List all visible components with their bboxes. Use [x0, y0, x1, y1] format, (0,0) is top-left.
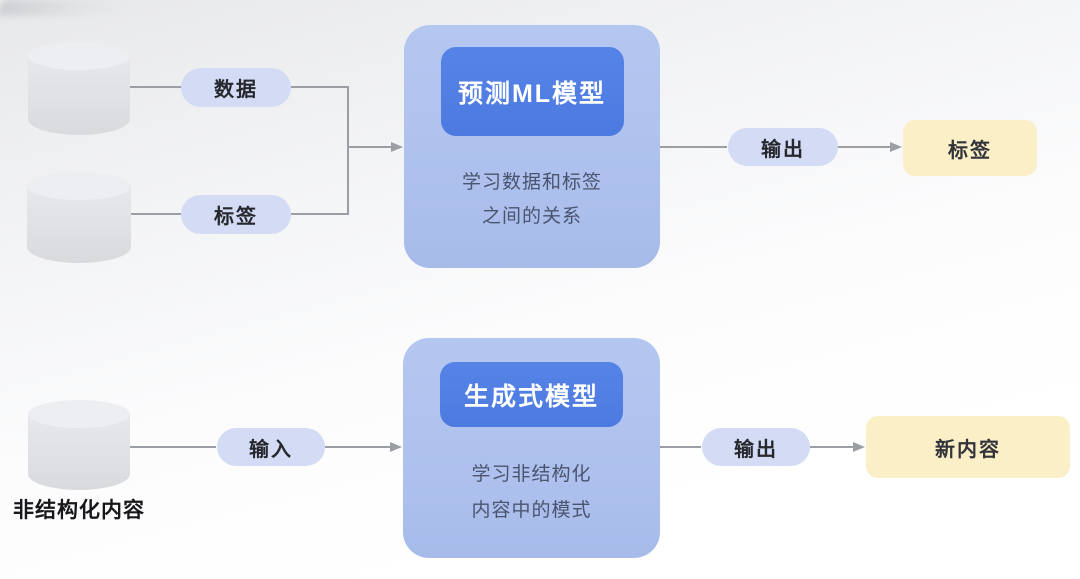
cylinder-top [28, 42, 130, 70]
pill-output-2: 输出 [702, 428, 810, 466]
pill-label: 标签 [181, 195, 291, 234]
database-cylinder-unstructured [28, 400, 130, 490]
generative-model-box: 生成式模型 学习非结构化 内容中的模式 [403, 338, 660, 558]
predictive-model-title: 预测ML模型 [440, 47, 624, 136]
predictive-model-box: 预测ML模型 学习数据和标签 之间的关系 [404, 25, 660, 268]
generative-model-title: 生成式模型 [440, 362, 623, 427]
predictive-model-desc: 学习数据和标签 之间的关系 [462, 166, 602, 234]
desc-line: 内容中的模式 [471, 500, 592, 521]
desc-line: 之间的关系 [481, 206, 582, 227]
generative-model-desc: 学习非结构化 内容中的模式 [471, 457, 591, 529]
desc-line: 学习数据和标签 [461, 172, 602, 193]
pill-output-1: 输出 [728, 128, 838, 166]
result-box-labels: 标签 [903, 120, 1037, 176]
wire-merge-branch [291, 86, 349, 215]
unstructured-content-label: 非结构化内容 [13, 499, 145, 522]
cylinder-top [28, 400, 130, 428]
desc-line: 学习非结构化 [471, 464, 592, 485]
database-cylinder-labels [27, 172, 131, 263]
pill-data: 数据 [181, 68, 291, 107]
pill-input: 输入 [217, 428, 325, 466]
cylinder-top [27, 172, 131, 200]
database-cylinder-data [28, 42, 130, 135]
result-box-new-content: 新内容 [866, 416, 1070, 478]
